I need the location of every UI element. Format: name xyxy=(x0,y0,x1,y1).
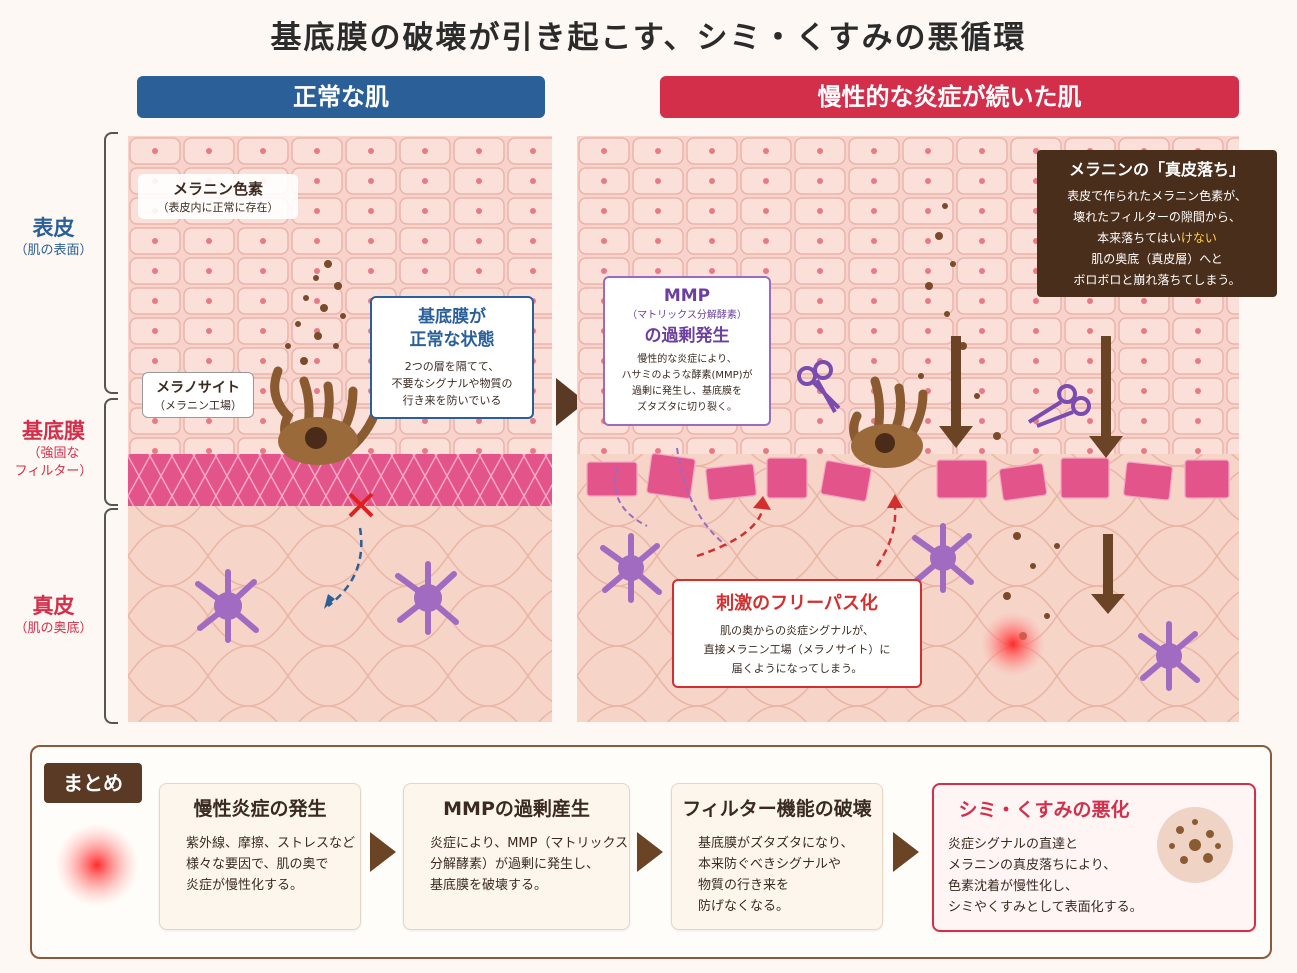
melanin-drop-title: メラニンの「真皮落ち」 xyxy=(1068,160,1245,179)
melanocyte-callout: メラノサイト （メラニン工場） xyxy=(142,372,254,418)
signal-red-arrow xyxy=(696,507,765,558)
melanin-drop-body2: 肌の奥底（真皮層）へと ボロボロと崩れ落ちてしまう。 xyxy=(1073,252,1241,287)
step-1-title: 慢性炎症の発生 xyxy=(193,798,327,820)
melanin-drop-callout: メラニンの「真皮落ち」 表皮で作られたメラニン色素が、 壊れたフィルターの隙間か… xyxy=(1037,150,1277,297)
melanin-drop-highlight: けない xyxy=(1180,231,1217,245)
mmp-body: 慢性的な炎症により、 ハサミのような酵素(MMP)が 過剰に発生し、基底膜を ズ… xyxy=(621,354,753,413)
step-2-title: MMPの過剰産生 xyxy=(443,798,590,820)
step-3-body: 基底膜がズタズタになり、 本来防ぐべきシグナルや 物質の行き来を 防げなくなる。 xyxy=(698,836,854,914)
inflamed-skin-panel: MMP （マトリックス分解酵素） の過剰発生 慢性的な炎症により、 ハサミのよう… xyxy=(577,136,1277,722)
immune-cell-icon xyxy=(395,561,459,635)
freepass-callout: 刺激のフリーパス化 肌の奥からの炎症シグナルが、 直接メラニン工場（メラノサイト… xyxy=(672,579,922,688)
summary-step-1: 慢性炎症の発生 紫外線、摩擦、ストレスなど 様々な要因で、肌の奥で 炎症が慢性化… xyxy=(159,783,361,930)
scissors-icon xyxy=(797,360,841,413)
freepass-title: 刺激のフリーパス化 xyxy=(716,593,878,614)
page-title: 基底膜の破壊が引き起こす、シミ・くすみの悪循環 xyxy=(270,20,1027,56)
signal-arrow xyxy=(676,447,728,547)
step-3-title: フィルター機能の破壊 xyxy=(682,798,872,820)
basement-brace xyxy=(104,398,118,506)
inflammation-glow-icon xyxy=(55,823,139,907)
inflamed-skin-header: 慢性的な炎症が続いた肌 xyxy=(660,76,1239,118)
dermis-title: 真皮 xyxy=(32,594,75,618)
mmp-callout: MMP （マトリックス分解酵素） の過剰発生 慢性的な炎症により、 ハサミのよう… xyxy=(603,276,771,426)
step-arrow-icon xyxy=(893,832,919,872)
signal-arrow xyxy=(614,467,648,527)
layer-label-dermis: 真皮 （肌の奥底） xyxy=(6,590,101,638)
normal-skin-panel: メラニン色素 （表皮内に正常に存在） メラノサイト （メラニン工場） 基底膜が … xyxy=(128,136,552,722)
dermis-brace xyxy=(104,508,118,724)
mmp-title: MMP xyxy=(663,286,711,306)
melanin-callout: メラニン色素 （表皮内に正常に存在） xyxy=(138,174,298,219)
summary-label: まとめ xyxy=(44,763,142,803)
immune-cell-icon xyxy=(912,523,974,593)
step-arrow-icon xyxy=(370,832,396,872)
inflammation-glow xyxy=(981,612,1045,676)
layer-label-epidermis: 表皮 （肌の表面） xyxy=(6,212,101,260)
normal-skin-header: 正常な肌 xyxy=(137,76,545,118)
melanin-drop-body1: 表皮で作られたメラニン色素が、 壊れたフィルターの隙間から、 本来落ちてはい xyxy=(1067,189,1247,245)
epidermis-sub: （肌の表面） xyxy=(14,243,93,258)
normal-skin-illustration xyxy=(128,136,552,722)
melanocyte-icon xyxy=(849,376,928,468)
step-4-body: 炎症シグナルの直達と メラニンの真皮落ちにより、 色素沈着が慢性化し、 シミやく… xyxy=(948,837,1143,915)
basement-normal-body: 2つの層を隔てて、 不要なシグナルや物質の 行き来を防いでいる xyxy=(391,360,513,407)
melanin-drop-arrow xyxy=(939,336,1125,614)
summary-step-3: フィルター機能の破壊 基底膜がズタズタになり、 本来防ぐべきシグナルや 物質の行… xyxy=(671,783,883,930)
melanin-sub: （表皮内に正常に存在） xyxy=(157,201,279,214)
epidermis-brace xyxy=(104,132,118,394)
step-1-body: 紫外線、摩擦、ストレスなど 様々な要因で、肌の奥で 炎症が慢性化する。 xyxy=(186,836,356,893)
basement-normal-callout: 基底膜が 正常な状態 2つの層を隔てて、 不要なシグナルや物質の 行き来を防いで… xyxy=(370,296,534,419)
basement-sub: （強固な フィルター） xyxy=(14,446,93,479)
immune-cell-icon xyxy=(195,569,259,643)
step-2-body: 炎症により、MMP（マトリックス 分解酵素）が過剰に発生し、 基底膜を破壊する。 xyxy=(430,836,629,893)
melanocyte-icon xyxy=(270,366,383,465)
blocked-x-icon xyxy=(348,492,374,518)
pigmentation-spot-icon xyxy=(1157,807,1233,883)
mmp-sub: （マトリックス分解酵素） xyxy=(627,310,747,321)
basement-title: 基底膜 xyxy=(22,419,85,443)
step-4-title: シミ・くすみの悪化 xyxy=(958,799,1130,821)
signal-red-arrow xyxy=(875,507,897,567)
step-arrow-icon xyxy=(637,832,663,872)
melanocyte-sub: （メラニン工場） xyxy=(154,399,242,412)
melanin-title: メラニン色素 xyxy=(172,180,263,198)
broken-membrane xyxy=(586,452,1230,502)
freepass-body: 肌の奥からの炎症シグナルが、 直接メラニン工場（メラノサイト）に 届くようになっ… xyxy=(703,624,891,675)
epidermis-title: 表皮 xyxy=(32,216,75,240)
mmp-title2: の過剰発生 xyxy=(644,326,730,346)
summary-step-2: MMPの過剰産生 炎症により、MMP（マトリックス 分解酵素）が過剰に発生し、 … xyxy=(403,783,630,930)
scissors-icon xyxy=(1027,384,1091,428)
layer-label-basement: 基底膜 （強固な フィルター） xyxy=(6,415,101,481)
dermis-sub: （肌の奥底） xyxy=(14,621,93,636)
basement-normal-title: 基底膜が 正常な状態 xyxy=(409,307,495,350)
immune-cell-icon xyxy=(600,533,662,603)
melanocyte-title: メラノサイト xyxy=(156,380,240,396)
immune-cell-icon xyxy=(1138,621,1200,691)
